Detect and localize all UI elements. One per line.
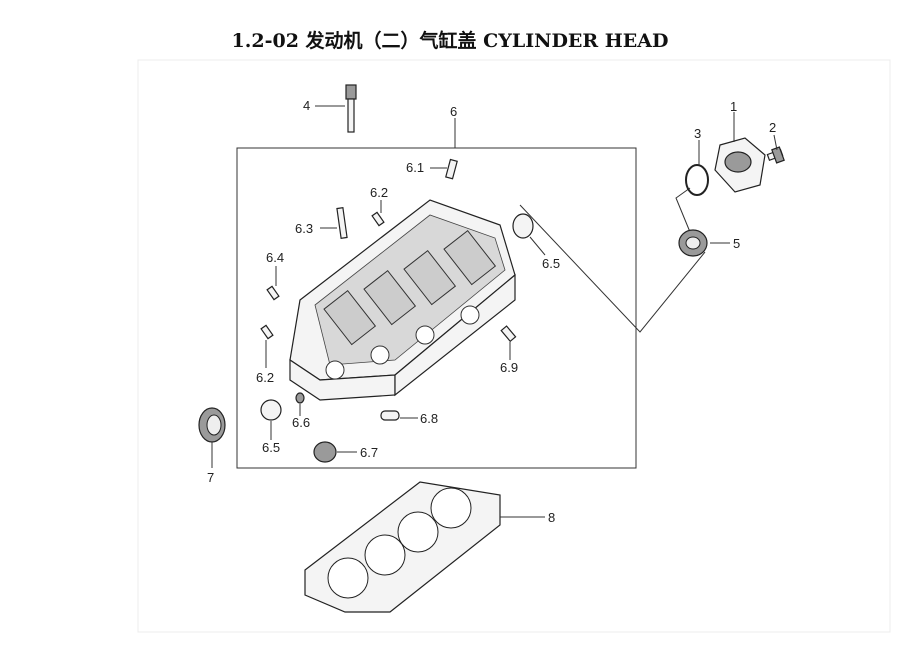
part-8-head-gasket (304, 481, 501, 613)
leader-lines (211, 105, 778, 518)
callout-6-1: 6.1 (406, 160, 424, 175)
part-6-5-plug (260, 399, 282, 421)
part-6-2-pin (371, 211, 385, 227)
connector-line (519, 204, 706, 333)
callout-6-8: 6.8 (420, 411, 438, 426)
callout-6: 6 (450, 104, 457, 119)
part-6-8-plug (380, 410, 400, 421)
part-6-2-pin (260, 324, 274, 340)
callout-6-5-left: 6.5 (262, 440, 280, 455)
callout-6-7: 6.7 (360, 445, 378, 460)
callout-6-4: 6.4 (266, 250, 284, 265)
callout-6-3: 6.3 (295, 221, 313, 236)
callout-6-5-right: 6.5 (542, 256, 560, 271)
part-5-plug (678, 229, 708, 257)
part-7-oil-seal (198, 407, 226, 443)
group-6-frame (236, 147, 637, 469)
callout-7: 7 (207, 470, 214, 485)
callout-4: 4 (303, 98, 310, 113)
callout-3: 3 (694, 126, 701, 141)
callout-6-2-bottom: 6.2 (256, 370, 274, 385)
callout-5: 5 (733, 236, 740, 251)
part-6-7-seal (313, 441, 337, 463)
callout-6-6: 6.6 (292, 415, 310, 430)
part-2-bolt (766, 146, 785, 164)
callout-6-9: 6.9 (500, 360, 518, 375)
part-6-9-pin (500, 325, 517, 343)
part-6-3-guide (336, 207, 348, 239)
callout-6-2-top: 6.2 (370, 185, 388, 200)
part-3-o-ring (685, 164, 709, 196)
callout-1: 1 (730, 99, 737, 114)
part-6-4-pin (266, 285, 280, 301)
part-6-6-plug (295, 392, 305, 404)
connector-line (675, 187, 691, 233)
part-4-bolt (345, 84, 357, 133)
callout-2: 2 (769, 120, 776, 135)
part-1-housing (714, 137, 766, 193)
part-6-1-pin (445, 158, 458, 180)
callout-8: 8 (548, 510, 555, 525)
part-6-5-plug (512, 213, 534, 239)
cylinder-head (289, 199, 516, 401)
diagram-title: 1.2-02 发动机（二）气缸盖 CYLINDER HEAD (231, 30, 669, 52)
